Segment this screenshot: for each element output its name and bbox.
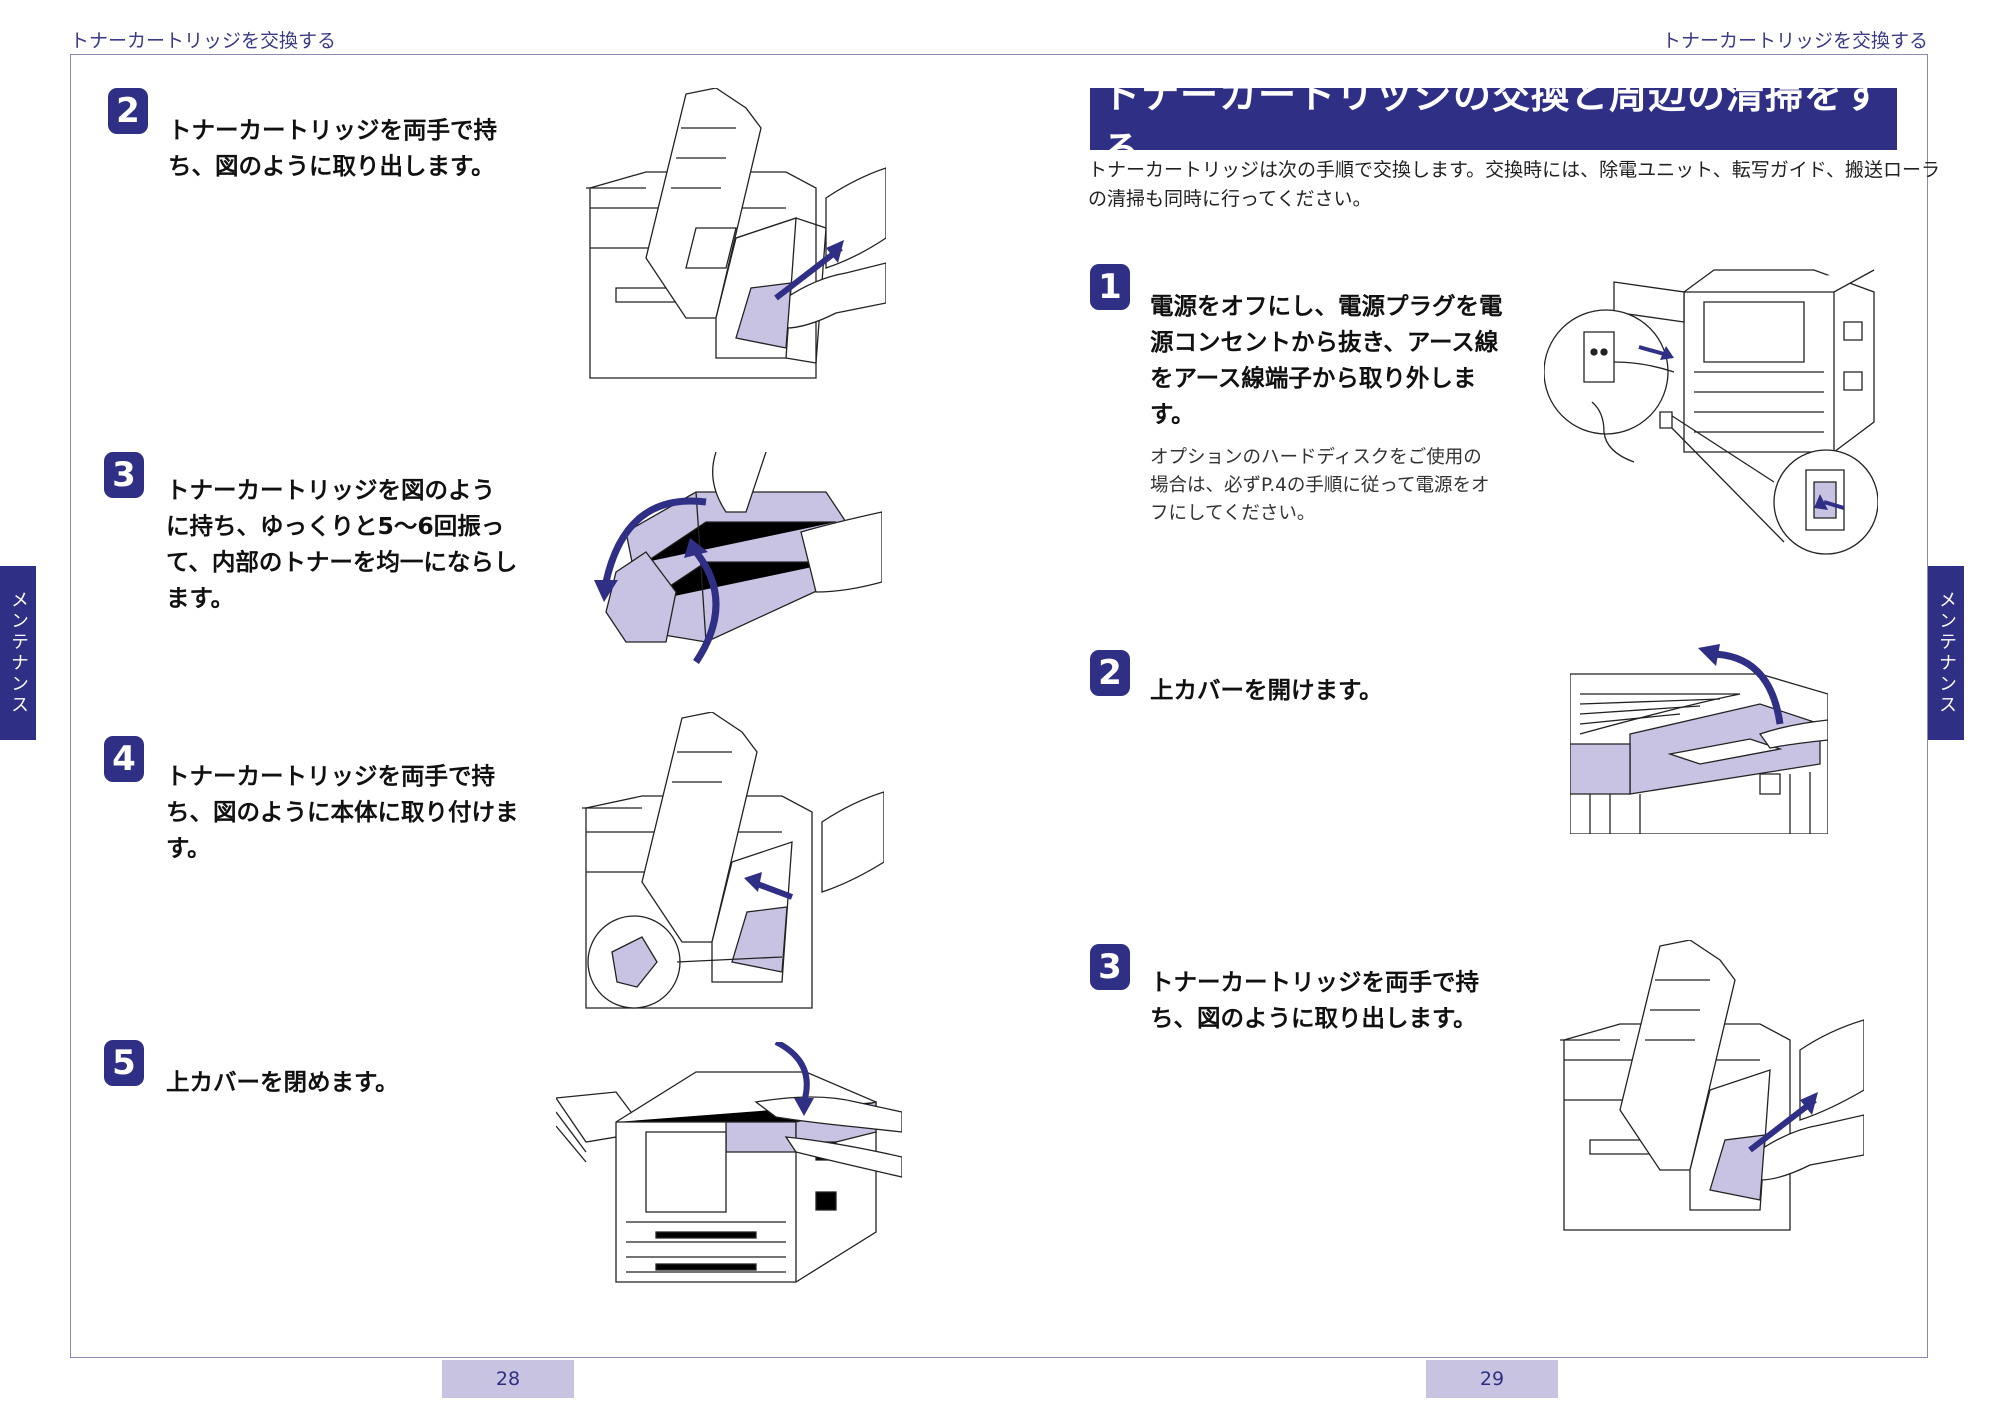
step-text: トナーカートリッジを両手で持 ち、図のように本体に取り付けま す。 (166, 758, 519, 866)
step-text: トナーカートリッジを両手で持 ち、図のように取り出します。 (1150, 964, 1479, 1036)
step-text-line: 電源をオフにし、電源プラグを電 (1150, 292, 1503, 320)
step-number-badge: 2 (1090, 650, 1130, 696)
step-text: 上カバーを開けます。 (1150, 672, 1383, 708)
side-tab-left: メンテナンス (0, 566, 36, 740)
page-number-right: 29 (1426, 1360, 1558, 1398)
note-line: フにしてください。 (1150, 503, 1316, 524)
page-number-left: 28 (442, 1360, 574, 1398)
step-text-line: ます。 (166, 584, 235, 612)
step-text: トナーカートリッジを両手で持 ち、図のように取り出します。 (168, 112, 497, 184)
side-tab-left-label: メンテナンス (8, 590, 29, 716)
intro-line: トナーカートリッジは次の手順で交換します。交換時には、除電ユニット、転写ガイド、… (1088, 159, 1940, 181)
step-text: 上カバーを閉めます。 (166, 1064, 399, 1100)
step-text: 電源をオフにし、電源プラグを電 源コンセントから抜き、アース線 をアース線端子か… (1150, 288, 1503, 432)
step-text-line: をアース線端子から取り外しま (1150, 364, 1477, 392)
running-header-right: トナーカートリッジを交換する (1661, 30, 1928, 52)
step-number-badge: 3 (104, 452, 144, 498)
side-tab-right-label: メンテナンス (1936, 590, 1957, 716)
step-text-line: て、内部のトナーを均一にならし (166, 548, 518, 576)
step-text-line: 上カバーを閉めます。 (166, 1068, 399, 1096)
page-frame (70, 54, 1928, 1358)
step-number-badge: 3 (1090, 944, 1130, 990)
illustration-remove-cartridge (586, 88, 886, 384)
step-text-line: トナーカートリッジを図のよう (166, 476, 495, 504)
intro-line: の清掃も同時に行ってください。 (1088, 188, 1372, 210)
step-note: オプションのハードディスクをご使用の 場合は、必ずP.4の手順に従って電源をオ … (1150, 444, 1490, 528)
illustration-open-top-cover (1570, 644, 1828, 834)
step-text-line: す。 (1150, 400, 1195, 428)
step-number-badge: 5 (104, 1040, 144, 1086)
step-text-line: トナーカートリッジを両手で持 (1150, 968, 1479, 996)
step-number-badge: 2 (108, 88, 148, 134)
side-tab-right: メンテナンス (1928, 566, 1964, 740)
step-number-badge: 4 (104, 736, 144, 782)
step-text-line: ち、図のように本体に取り付けま (166, 798, 519, 826)
step-text-line: 源コンセントから抜き、アース線 (1150, 328, 1499, 356)
step-text-line: ち、図のように取り出します。 (168, 152, 495, 180)
illustration-install-cartridge (582, 712, 884, 1012)
note-line: オプションのハードディスクをご使用の (1150, 447, 1482, 468)
step-text: トナーカートリッジを図のよう に持ち、ゆっくりと5〜6回振っ て、内部のトナーを… (166, 472, 517, 616)
step-text-line: トナーカートリッジを両手で持 (166, 762, 495, 790)
step-text-line: トナーカートリッジを両手で持 (168, 116, 497, 144)
step-text-line: ち、図のように取り出します。 (1150, 1004, 1477, 1032)
step-number-badge: 1 (1090, 264, 1130, 310)
running-header-left: トナーカートリッジを交換する (70, 30, 337, 52)
step-text-line: す。 (166, 834, 211, 862)
step-text-line: に持ち、ゆっくりと5〜6回振っ (166, 512, 505, 540)
step-text-line: 上カバーを開けます。 (1150, 676, 1383, 704)
section-title: トナーカートリッジの交換と周辺の清掃をする (1090, 73, 1897, 172)
illustration-remove-cartridge-right (1560, 940, 1864, 1236)
illustration-shake-cartridge (594, 452, 882, 666)
intro-text: トナーカートリッジは次の手順で交換します。交換時には、除電ユニット、転写ガイド、… (1088, 156, 1940, 214)
illustration-power-off-unplug (1544, 262, 1878, 562)
illustration-close-cover (556, 1042, 902, 1322)
note-line: 場合は、必ずP.4の手順に従って電源をオ (1150, 475, 1490, 496)
